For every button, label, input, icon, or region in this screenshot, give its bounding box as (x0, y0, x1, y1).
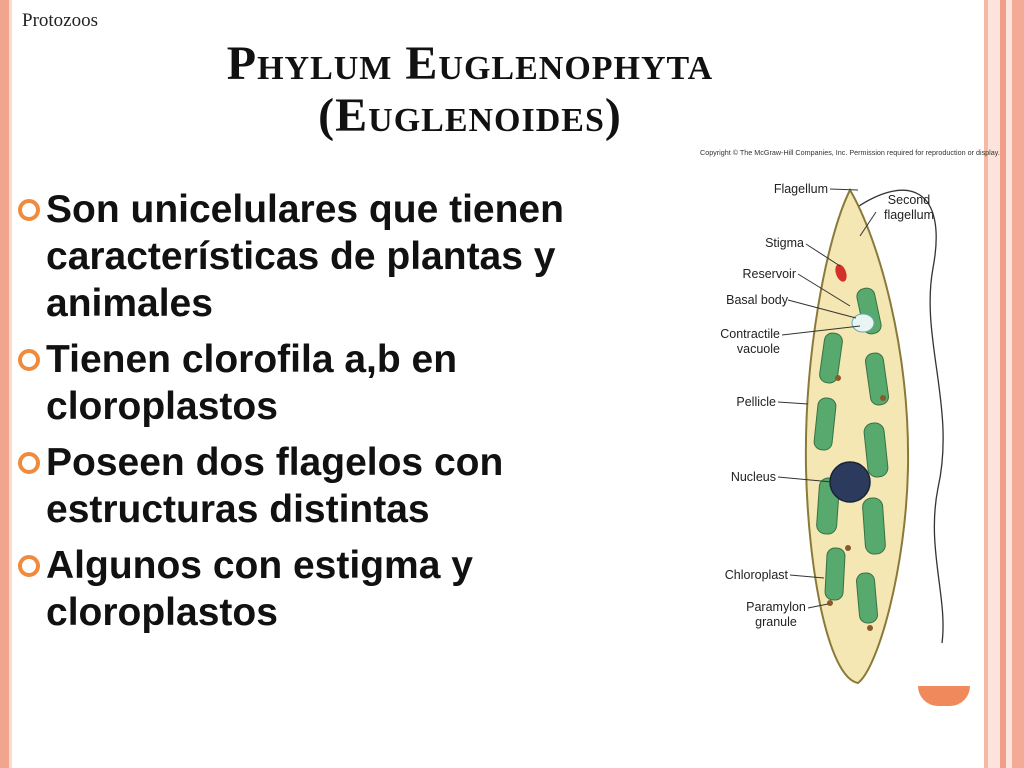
label-nucleus: Nucleus (730, 470, 776, 484)
left-border-stripe (0, 0, 9, 768)
euglena-illustration (777, 187, 944, 685)
bullet-text: Tienen clorofila a,b en cloroplastos (46, 338, 458, 428)
bullet-list: Son unicelulares que tienen característi… (18, 186, 668, 645)
label-stigma: Stigma (765, 236, 804, 250)
bullet-text: Poseen dos flagelos con estructuras dist… (46, 441, 504, 531)
label-basal-body: Basal body (726, 293, 788, 307)
label-contractile-vacuole: Contractile vacuole (720, 327, 780, 356)
left-border-inner (9, 0, 12, 768)
right-decorative-stripes (984, 0, 1024, 768)
bullet-text: Algunos con estigma y cloroplastos (46, 544, 473, 634)
bullet-item: Tienen clorofila a,b en cloroplastos (18, 336, 668, 430)
slide-title-line1: Phylum Euglenophyta (226, 37, 714, 90)
slide-title: Phylum Euglenophyta (Euglenoides) (120, 38, 820, 142)
bullet-item: Son unicelulares que tienen característi… (18, 186, 668, 327)
bullet-text: Son unicelulares que tienen característi… (46, 188, 564, 325)
label-chloroplast: Chloroplast (724, 568, 788, 582)
label-reservoir: Reservoir (742, 267, 797, 281)
circle-bullet-icon (18, 349, 40, 371)
circle-bullet-icon (18, 199, 40, 221)
bullet-item: Poseen dos flagelos con estructuras dist… (18, 439, 668, 533)
figure-copyright: Copyright © The McGraw-Hill Companies, I… (700, 148, 1000, 157)
label-pellicle: Pellicle (736, 395, 776, 409)
corner-accent-shape (918, 686, 970, 706)
circle-bullet-icon (18, 555, 40, 577)
label-paramylon-granule: Paramylon granule (746, 600, 806, 629)
euglena-diagram: Copyright © The McGraw-Hill Companies, I… (698, 148, 1000, 694)
label-second-flagellum: Second flagellum (883, 193, 935, 222)
circle-bullet-icon (18, 452, 40, 474)
header-label: Protozoos (22, 10, 98, 31)
slide-title-line2: (Euglenoides) (318, 89, 622, 142)
bullet-item: Algunos con estigma y cloroplastos (18, 542, 668, 636)
label-flagellum: Flagellum (773, 182, 828, 196)
